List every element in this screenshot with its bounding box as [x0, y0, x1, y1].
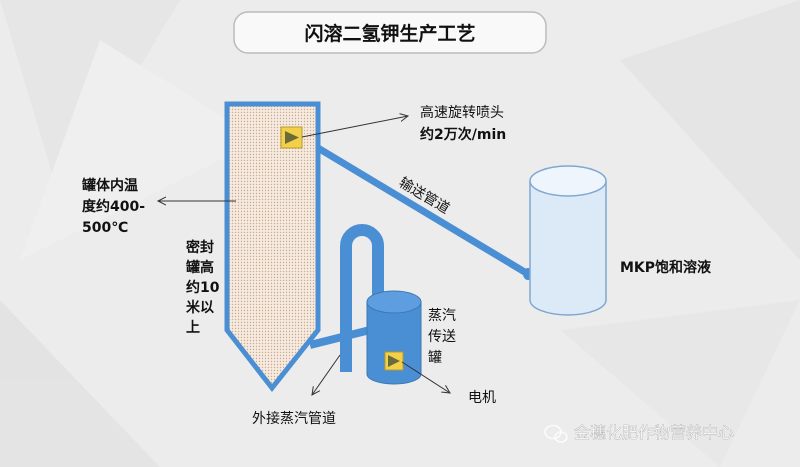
- temp-line-2: 度约400-: [82, 198, 145, 215]
- steam-tank-line-2: 传送: [428, 329, 456, 345]
- nozzle-label: 高速旋转喷头: [420, 104, 504, 121]
- steam-tank-line-1: 蒸汽: [428, 308, 456, 324]
- nozzle-icon: [280, 126, 303, 149]
- nozzle-speed: 约2万次/min: [420, 126, 506, 143]
- steam-u-pipe: [340, 224, 384, 372]
- height-line-5: 上: [186, 320, 200, 336]
- page-title: 闪溶二氢钾生产工艺: [304, 22, 475, 45]
- conveying-pipe: [316, 144, 530, 278]
- steam-feed-pipe: [309, 326, 371, 349]
- nozzle-arrow: [301, 116, 408, 138]
- spray-tower: [224, 101, 321, 393]
- solution-label: MKP饱和溶液: [620, 259, 712, 276]
- temp-line-1: 罐体内温: [81, 177, 138, 194]
- wechat-icon: [544, 424, 568, 443]
- steam-tank-line-3: 罐: [428, 350, 442, 366]
- motor-label: 电机: [468, 390, 496, 406]
- motor-arrow: [401, 361, 450, 393]
- watermark-text: 金穗化肥作物营养中心: [574, 423, 734, 442]
- motor-icon: [384, 351, 404, 371]
- height-line-1: 密封: [185, 239, 214, 256]
- height-line-4: 米以: [186, 299, 214, 316]
- temp-line-3: 500℃: [82, 220, 128, 236]
- steam-pipe-arrow: [312, 354, 341, 395]
- steam-transfer-tank: [366, 290, 422, 385]
- title-box: [233, 11, 547, 54]
- height-line-3: 约10: [186, 279, 220, 296]
- mkp-solution-tank: [529, 165, 607, 316]
- steam-pipe-label: 外接蒸汽管道: [252, 410, 336, 427]
- height-line-2: 罐高: [185, 259, 214, 276]
